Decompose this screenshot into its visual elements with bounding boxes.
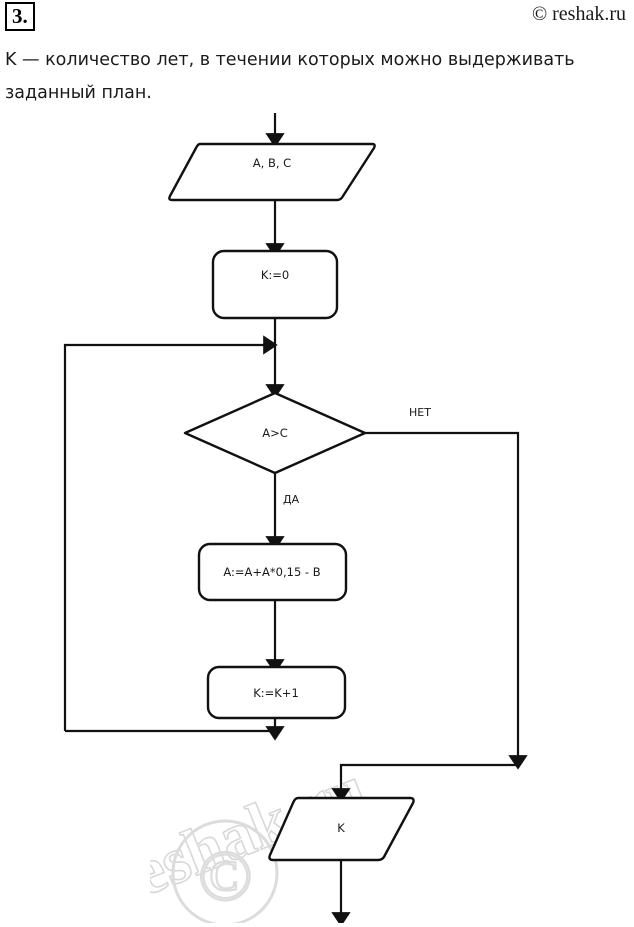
- problem-statement: K — количество лет, в течении которых мо…: [5, 44, 631, 110]
- connector-no-to-output: [331, 763, 520, 803]
- node-increment-k[interactable]: K:=K+1: [206, 665, 347, 720]
- node-increment-k-label: K:=K+1: [253, 686, 299, 700]
- node-input-abc-label: A, B, C: [253, 156, 291, 170]
- node-input-abc[interactable]: A, B, C: [168, 142, 376, 202]
- statement-line-1: K — количество лет, в течении которых мо…: [5, 50, 575, 70]
- node-update-a-label: A:=A+A*0,15 - B: [223, 565, 320, 579]
- statement-line-2: заданный план.: [5, 83, 152, 103]
- node-init-k[interactable]: K:=0: [211, 249, 339, 320]
- node-output-k[interactable]: K: [268, 796, 415, 862]
- edge-label-yes: ДА: [283, 493, 300, 506]
- connector-loop-back: [63, 335, 278, 731]
- task-number-badge: 3.: [5, 2, 35, 31]
- connector-no-branch: [365, 431, 528, 770]
- edge-label-no: НЕТ: [409, 406, 431, 419]
- node-update-a[interactable]: A:=A+A*0,15 - B: [197, 542, 348, 602]
- node-output-k-label: K: [337, 821, 345, 835]
- node-decision-label: A>C: [262, 426, 288, 440]
- node-decision[interactable]: A>C: [183, 391, 367, 475]
- node-init-k-label: K:=0: [261, 268, 289, 282]
- copyright-notice: © reshak.ru: [531, 3, 626, 25]
